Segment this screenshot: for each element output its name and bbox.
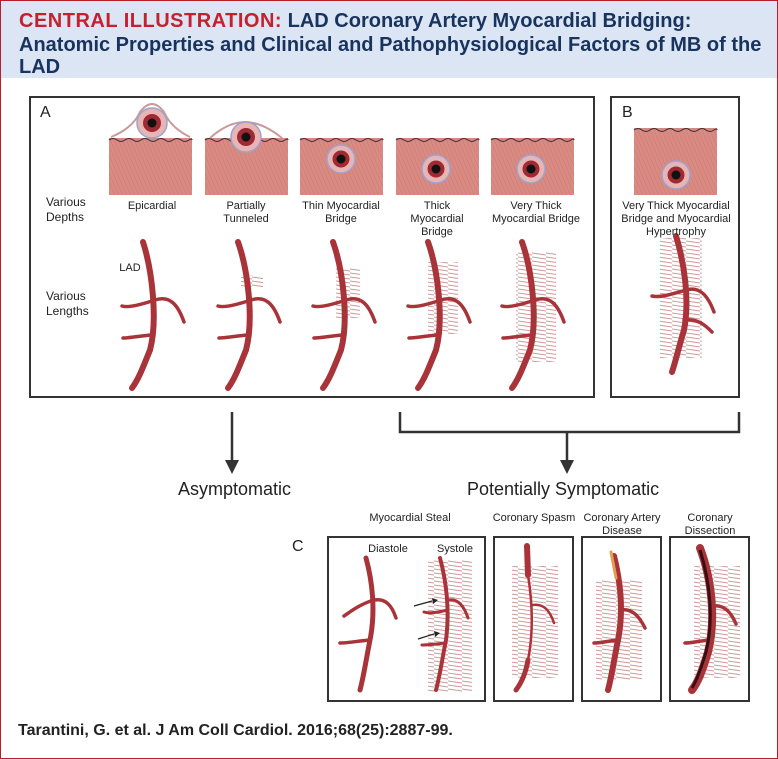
label-coronary-dissection: Coronary Dissection xyxy=(684,512,736,537)
header-title-1: LAD Coronary Artery Myocardial Bridging: xyxy=(287,10,692,32)
label-myocardial-steal: Myocardial Steal xyxy=(369,512,451,524)
outcome-asymptomatic: Asymptomatic xyxy=(178,479,292,499)
cross-section-thick-bridge xyxy=(395,138,480,195)
header-line-1: CENTRAL ILLUSTRATION: LAD Coronary Arter… xyxy=(19,9,691,33)
artery-dissection xyxy=(683,544,740,694)
header: CENTRAL ILLUSTRATION: LAD Coronary Arter… xyxy=(1,1,777,78)
label-systole: Systole xyxy=(436,543,474,555)
artery-thin-bridge xyxy=(311,239,377,391)
header-tag: CENTRAL ILLUSTRATION: xyxy=(19,10,283,32)
panel-b-caption: Very Thick Myocardial Bridge and Myocard… xyxy=(621,200,731,238)
outcome-potentially-symptomatic: Potentially Symptomatic xyxy=(467,479,660,499)
header-title-3: LAD xyxy=(19,56,61,78)
panel-c-label: C xyxy=(292,538,304,555)
artery-spasm xyxy=(512,543,558,693)
arrow-to-asymptomatic xyxy=(225,412,239,474)
cross-section-thin-bridge xyxy=(299,138,384,195)
artery-thick-bridge xyxy=(406,239,472,391)
artery-partially-tunneled xyxy=(216,239,282,391)
artery-hypertrophy xyxy=(650,233,716,375)
panel-b-label: B xyxy=(622,104,633,121)
row-label-depths: Various Depths xyxy=(46,195,86,224)
citation: Tarantini, G. et al. J Am Coll Cardiol. … xyxy=(18,722,453,739)
label-coronary-spasm: Coronary Spasm xyxy=(492,512,576,524)
column-label-thin-bridge: Thin Myocardial Bridge xyxy=(302,200,380,225)
artery-cad xyxy=(592,550,647,693)
cross-section-epicardial xyxy=(108,103,193,195)
row-label-lengths: Various Lengths xyxy=(46,289,89,318)
lad-label: LAD xyxy=(119,262,141,274)
label-coronary-artery-disease: Coronary Artery Disease xyxy=(583,512,661,537)
artery-very-thick-bridge xyxy=(500,239,566,391)
column-label-partially-tunneled: Partially Tunneled xyxy=(223,200,269,225)
bracket-to-symptomatic xyxy=(398,412,741,474)
label-diastole: Diastole xyxy=(368,543,408,555)
cross-section-very-thick-bridge xyxy=(490,138,575,195)
panel-a-label: A xyxy=(40,104,51,121)
cross-section-hypertrophy xyxy=(633,128,718,195)
column-label-epicardial: Epicardial xyxy=(127,200,177,212)
artery-systole xyxy=(413,556,472,692)
header-title-2: Anatomic Properties and Clinical and Pat… xyxy=(19,34,762,56)
column-label-very-thick-bridge: Very Thick Myocardial Bridge xyxy=(491,200,581,225)
column-label-thick-bridge: Thick Myocardial Bridge xyxy=(410,200,464,238)
artery-diastole xyxy=(338,555,398,693)
artery-epicardial xyxy=(120,239,186,391)
cross-section-partially-tunneled xyxy=(204,120,289,195)
